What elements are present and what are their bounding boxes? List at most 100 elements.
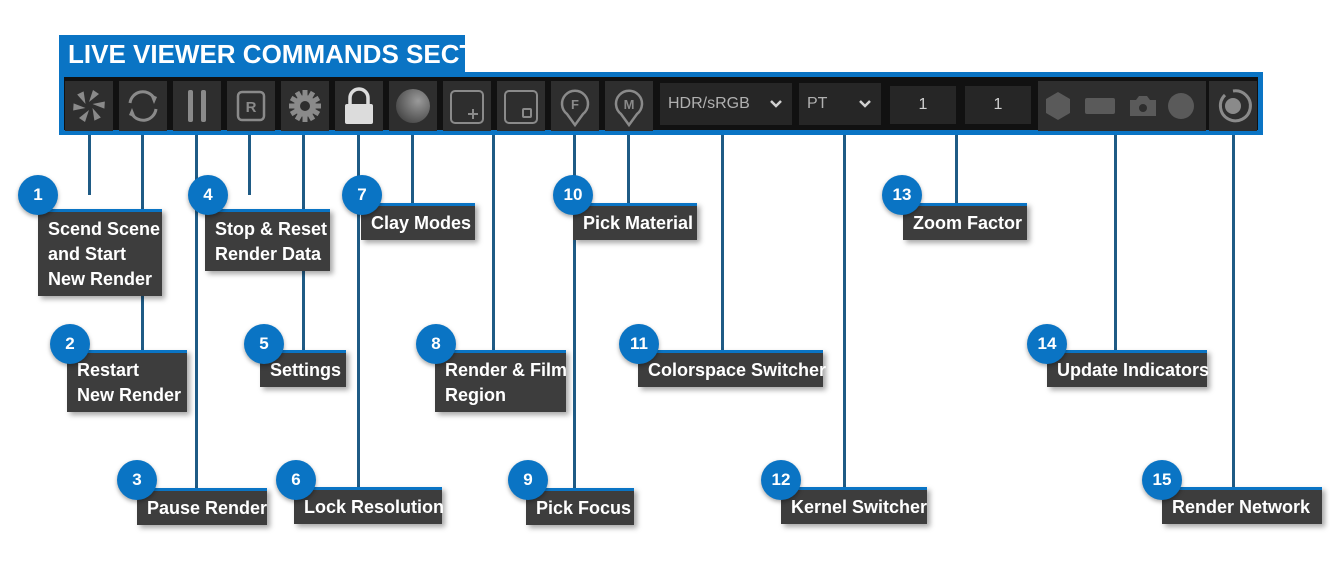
callout-text: Lock Resolution	[304, 497, 445, 517]
restart-icon	[128, 90, 158, 122]
stop-reset-icon: R	[236, 90, 266, 122]
callout-badge-10: 10	[553, 175, 593, 215]
callout-label-6: Lock Resolution	[294, 487, 445, 524]
lock-icon	[345, 87, 373, 124]
connector-3	[195, 135, 198, 490]
clay-sphere-icon	[396, 89, 430, 123]
callout-badge-6: 6	[276, 460, 316, 500]
connector-6	[357, 135, 360, 490]
film-region-icon	[504, 90, 538, 124]
render-network-button[interactable]	[1209, 81, 1257, 131]
connector-8	[492, 135, 495, 350]
render-region-button[interactable]	[443, 81, 491, 131]
callout-text: Scend Scene	[48, 219, 161, 239]
chevron-down-icon	[770, 100, 782, 108]
callout-text: Zoom Factor	[913, 213, 1023, 233]
callout-text: Render & Film	[445, 360, 568, 380]
callout-label-3: Pause Render	[137, 488, 267, 525]
callout-badge-1: 1	[18, 175, 58, 215]
callout-badge-13: 13	[882, 175, 922, 215]
svg-text:M: M	[624, 97, 635, 112]
callout-text: Pick Material	[583, 213, 694, 233]
section-title: LIVE VIEWER COMMANDS SECTION	[59, 35, 522, 73]
kernel-select[interactable]: PT	[799, 83, 881, 125]
callout-text: Colorspace Switcher	[648, 360, 827, 380]
send-scene-button[interactable]	[65, 81, 113, 131]
callout-label-10: Pick Material	[573, 203, 697, 240]
clay-modes-button[interactable]	[389, 81, 437, 131]
settings-gear-icon	[289, 90, 321, 122]
connector-7	[411, 135, 414, 205]
callout-label-9: Pick Focus	[526, 488, 634, 525]
connector-1	[88, 135, 91, 195]
svg-text:R: R	[246, 99, 257, 116]
callout-text: Pause Render	[147, 498, 268, 518]
callout-text: Render Network	[1172, 497, 1311, 517]
pause-button[interactable]	[173, 81, 221, 131]
callout-text: Settings	[270, 360, 342, 380]
render-network-icon	[1218, 89, 1252, 123]
callout-badge-11: 11	[619, 324, 659, 364]
connector-12	[843, 135, 846, 490]
callout-label-12: Kernel Switcher	[781, 487, 927, 524]
callout-label-13: Zoom Factor	[903, 203, 1027, 240]
toolbar-body: R	[64, 77, 1258, 131]
colorspace-value: HDR/sRGB	[668, 95, 750, 112]
callout-badge-4: 4	[188, 175, 228, 215]
callout-text: Kernel Switcher	[791, 497, 928, 517]
callout-badge-7: 7	[342, 175, 382, 215]
colorspace-select[interactable]: HDR/sRGB	[660, 83, 792, 125]
callout-text: Clay Modes	[371, 213, 472, 233]
pick-material-icon: M	[614, 89, 644, 128]
callout-text: Update Indicators	[1057, 360, 1210, 380]
connector-15	[1232, 135, 1235, 490]
connector-10	[627, 135, 630, 205]
pick-material-button[interactable]: M	[605, 81, 653, 131]
callout-label-2: Restart New Render	[67, 350, 187, 412]
zoom-factor-y-input[interactable]: 1	[965, 86, 1031, 124]
callout-text: New Render	[48, 269, 153, 289]
callout-label-11: Colorspace Switcher	[638, 350, 827, 387]
callout-label-14: Update Indicators	[1047, 350, 1210, 387]
zoom-factor-x-input[interactable]: 1	[890, 86, 956, 124]
update-indicator-icons	[1046, 92, 1194, 120]
callout-badge-2: 2	[50, 324, 90, 364]
callout-text: Region	[445, 385, 506, 405]
film-region-button[interactable]	[497, 81, 545, 131]
lock-resolution-button[interactable]	[335, 81, 383, 131]
callout-label-7: Clay Modes	[361, 203, 475, 240]
restart-button[interactable]	[119, 81, 167, 131]
callout-badge-8: 8	[416, 324, 456, 364]
pause-icon	[188, 90, 206, 122]
callout-text: Restart	[77, 360, 140, 380]
live-viewer-toolbar: R	[59, 72, 1263, 135]
material-indicator-icon	[1168, 93, 1194, 119]
connector-13	[955, 135, 958, 205]
callout-text: and Start	[48, 244, 127, 264]
chevron-down-icon	[859, 100, 871, 108]
update-indicators	[1038, 81, 1206, 131]
settings-button[interactable]	[281, 81, 329, 131]
pick-focus-button[interactable]: F	[551, 81, 599, 131]
callout-badge-5: 5	[244, 324, 284, 364]
callout-text: Render Data	[215, 244, 322, 264]
callout-text: Pick Focus	[536, 498, 632, 518]
connector-9	[573, 135, 576, 490]
send-scene-icon	[73, 90, 105, 122]
stop-reset-button[interactable]: R	[227, 81, 275, 131]
texture-indicator-icon	[1085, 98, 1115, 114]
callout-badge-12: 12	[761, 460, 801, 500]
connector-4	[248, 135, 251, 195]
callout-text: Stop & Reset	[215, 219, 328, 239]
connector-11	[721, 135, 724, 350]
geometry-indicator-icon	[1046, 92, 1070, 120]
callout-badge-15: 15	[1142, 460, 1182, 500]
connector-14	[1114, 135, 1117, 350]
callout-badge-9: 9	[508, 460, 548, 500]
callout-badge-3: 3	[117, 460, 157, 500]
callout-label-4: Stop & Reset Render Data	[205, 209, 330, 271]
kernel-value: PT	[807, 95, 828, 112]
pick-focus-icon: F	[560, 89, 590, 128]
callout-label-1: Scend Scene and Start New Render	[38, 209, 162, 296]
